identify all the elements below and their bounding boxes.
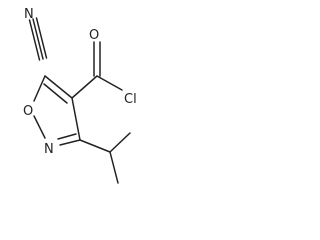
bond-n2-c3: [59, 139, 81, 146]
ring-o-label: O: [23, 104, 33, 119]
ring-n-label: N: [44, 142, 54, 157]
bond-o1-n2: [33, 115, 46, 139]
carbonyl-o-label: O: [89, 28, 99, 43]
chlorine-label: Cl: [124, 92, 137, 107]
nitrile-n-label: N: [24, 7, 34, 22]
nitrile-bond-2: [32, 18, 44, 60]
bond-c3-c4: [71, 97, 81, 141]
structure-canvas: N O N O Cl: [0, 0, 152, 213]
bond-n2-c3-double: [57, 133, 77, 140]
bond-ch-ch3-b: [109, 151, 119, 184]
bond-c3-ch: [79, 139, 111, 153]
nitrile-bond-1: [28, 19, 41, 61]
bond-c4-c5: [44, 75, 73, 99]
molecule-structure: N O N O Cl: [23, 7, 137, 184]
bond-carbonyl-cl: [96, 75, 123, 91]
bond-c5-o1: [33, 75, 46, 102]
bond-ch-ch3-a: [109, 132, 131, 153]
bond-c4-carbonyl: [71, 75, 98, 99]
nitrile-bond-3: [35, 17, 48, 59]
bond-c4-c5-double: [43, 83, 68, 104]
